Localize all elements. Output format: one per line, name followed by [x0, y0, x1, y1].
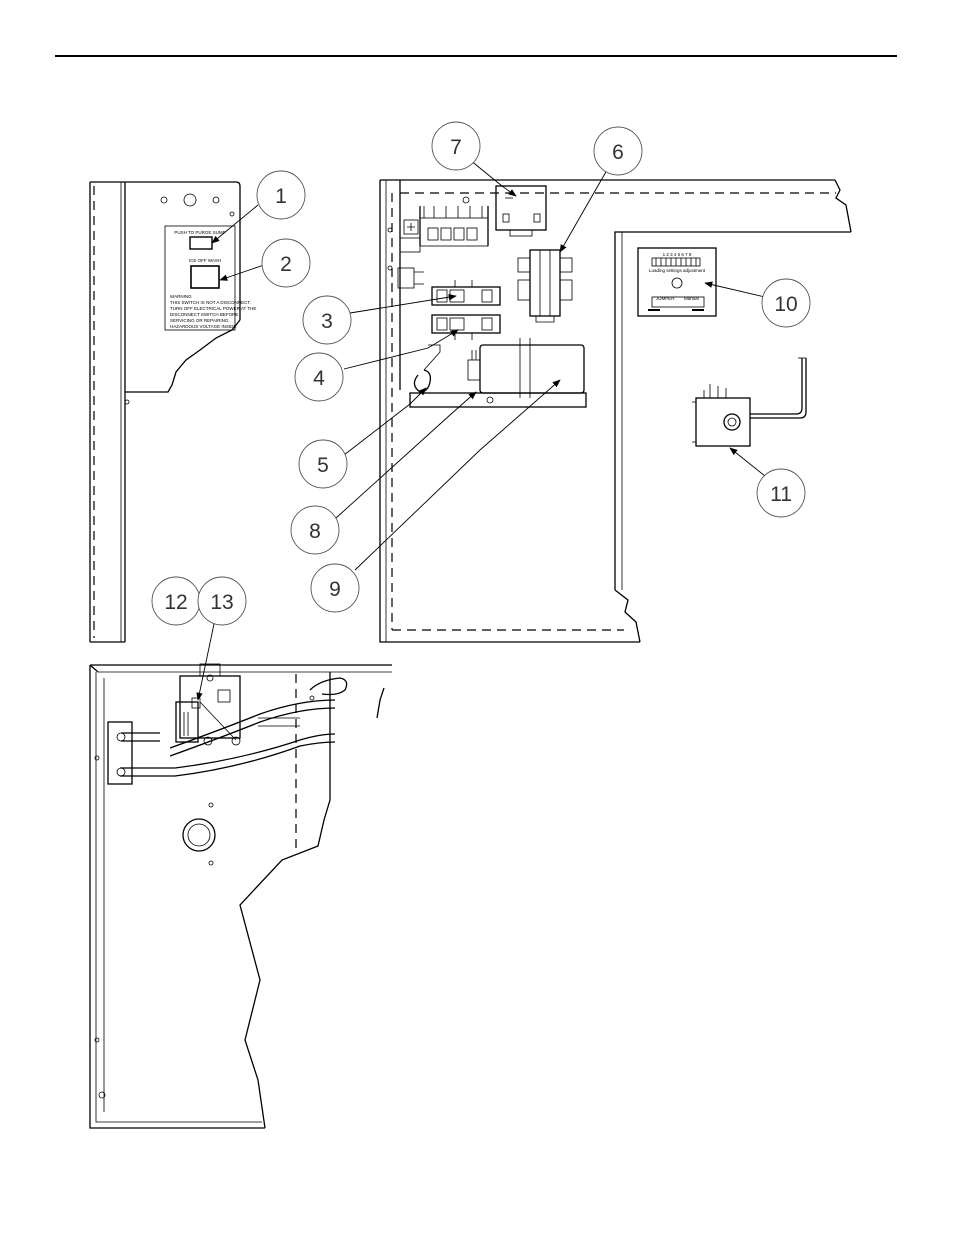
- callout-6: 6: [593, 126, 643, 176]
- controller-board: 1 2 3 4 5 6 7 8 Loading settings adjustm…: [637, 247, 717, 317]
- callout-11-label: 11: [770, 483, 792, 506]
- purge-button-label: PUSH TO PURGE SUMP: [174, 230, 225, 235]
- capacitor-bracket: [409, 392, 587, 408]
- callout-9-label: 9: [329, 578, 341, 601]
- warning-line-5: HAZARDOUS VOLTAGE INSIDE: [170, 324, 236, 329]
- warning-line-3: DISCONNECT SWITCH BEFORE: [170, 312, 238, 317]
- callout-5: 5: [298, 439, 348, 489]
- callout-4: 4: [294, 352, 344, 402]
- callout-1: 1: [256, 170, 306, 220]
- callout-8: 8: [290, 505, 340, 555]
- callout-12-label: 12: [164, 591, 187, 614]
- board-header: 1 2 3 4 5 6 7 8: [663, 252, 692, 257]
- front-panel: PUSH TO PURGE SUMP ICE OFF WASH WARNING …: [89, 181, 256, 643]
- callout-2-label: 2: [280, 253, 292, 276]
- contactor: [517, 249, 573, 323]
- callout-3-label: 3: [321, 310, 333, 333]
- callout-10-label: 10: [774, 293, 797, 316]
- callout-12: 12: [151, 576, 201, 626]
- board-caption: Loading settings adjustment: [649, 268, 706, 273]
- side-panel: [89, 663, 392, 1129]
- callout-3: 3: [302, 295, 352, 345]
- warning-title: WARNING: [170, 294, 192, 299]
- board-label-right: Manual: [684, 296, 699, 301]
- warning-line-1: THIS SWITCH IS NOT A DISCONNECT.: [170, 300, 251, 305]
- warning-line-2: TURN OFF ELECTRICAL POWER AT THE: [170, 306, 256, 311]
- ice-off-wash-label: ICE OFF WASH: [189, 258, 221, 263]
- callout-8-label: 8: [309, 520, 321, 543]
- harness-connector: [413, 344, 441, 393]
- callout-2: 2: [261, 238, 311, 288]
- purge-switch[interactable]: [189, 236, 213, 250]
- callout-7-label: 7: [450, 136, 462, 159]
- callout-11: 11: [756, 468, 806, 518]
- board-label-left: JUMPER: [656, 296, 675, 301]
- callout-13-label: 13: [210, 591, 233, 614]
- leader-lines: [196, 159, 771, 701]
- callout-5-label: 5: [317, 454, 329, 477]
- callout-13: 13: [197, 576, 247, 626]
- terminal-strip: [397, 206, 489, 289]
- switch-bracket: [175, 663, 241, 746]
- transformer: [467, 338, 585, 398]
- bin-control: [495, 185, 547, 237]
- water-level-sensor: [692, 357, 807, 447]
- callout-10: 10: [761, 278, 811, 328]
- warning-line-4: SERVICING OR REPAIRING.: [170, 318, 230, 323]
- terminal-board-lower: [431, 314, 501, 340]
- terminal-board-upper: [431, 280, 501, 306]
- callout-9: 9: [310, 563, 360, 613]
- control-box: 1 2 3 4 5 6 7 8 Loading settings adjustm…: [379, 179, 852, 643]
- callout-4-label: 4: [313, 367, 325, 390]
- callout-7: 7: [431, 121, 481, 171]
- ice-off-wash-switch[interactable]: [190, 265, 220, 289]
- callout-1-label: 1: [275, 185, 287, 208]
- callout-6-label: 6: [612, 141, 624, 164]
